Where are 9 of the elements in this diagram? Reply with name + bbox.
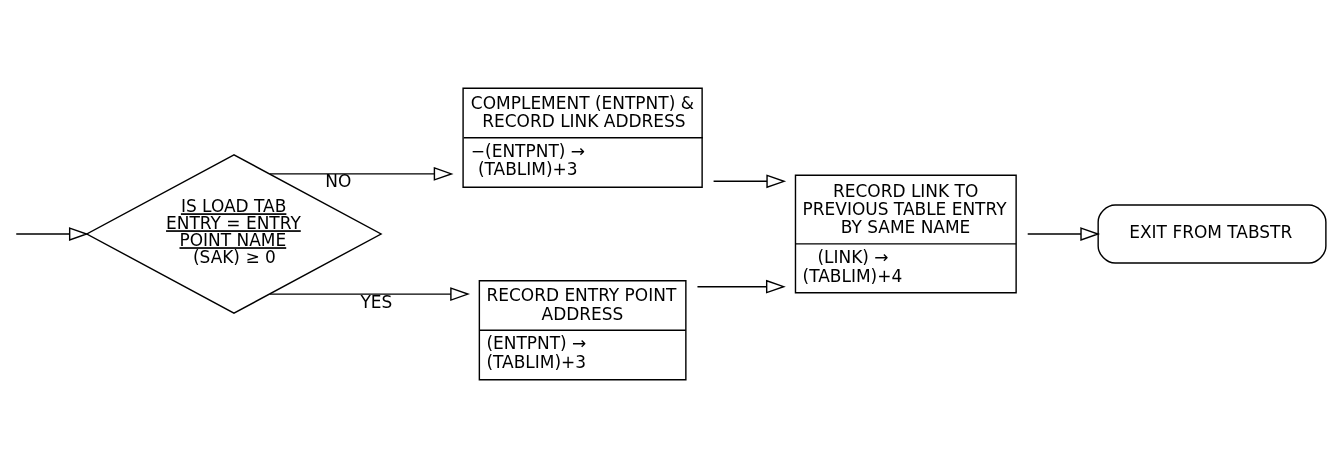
arrow	[1027, 226, 1101, 241]
node-box: EXIT FROM TABSTR	[1097, 203, 1327, 264]
arrow	[15, 226, 89, 241]
edge-label: NO	[325, 170, 352, 191]
arrow	[696, 279, 786, 294]
edge-label: YES	[360, 291, 393, 312]
arrow	[269, 286, 470, 301]
arrow	[712, 173, 787, 188]
arrow	[269, 166, 454, 181]
